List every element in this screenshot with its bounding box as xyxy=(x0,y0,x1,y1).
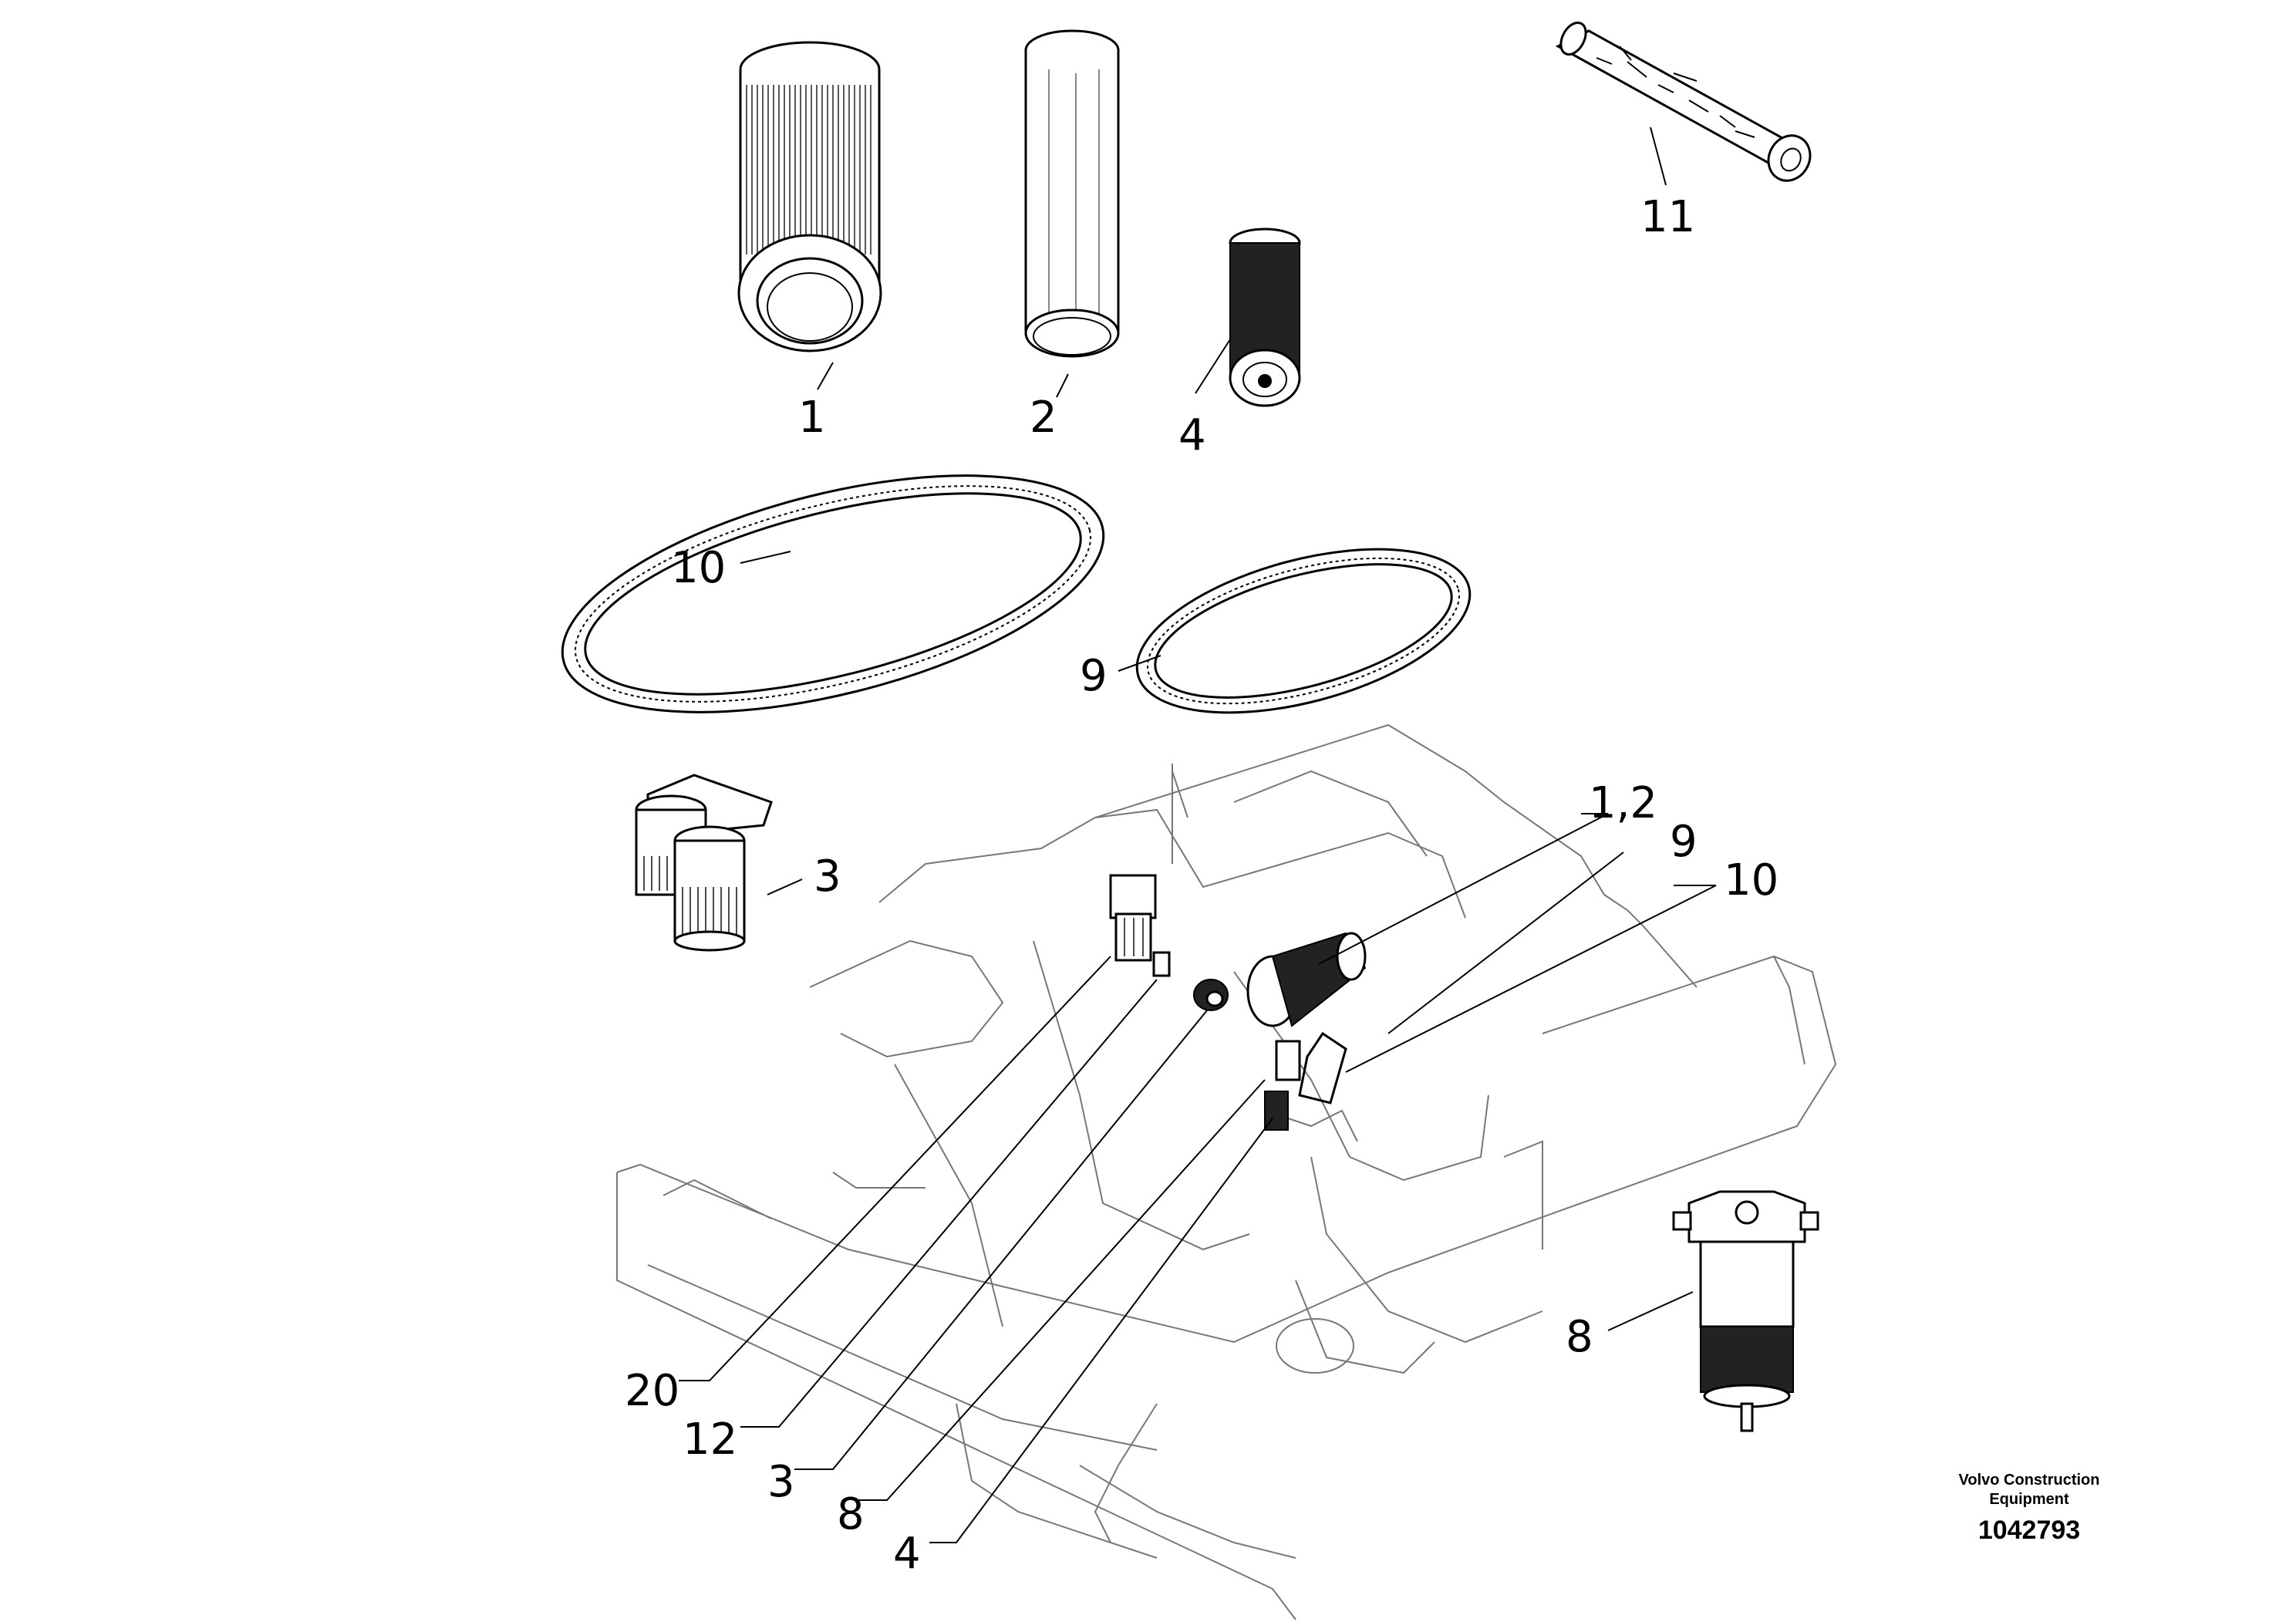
leader-4-top xyxy=(1195,339,1231,394)
callout-9: 9 xyxy=(1670,817,1698,867)
leader-8-right xyxy=(1607,1291,1694,1331)
water-separator-icon xyxy=(1672,1190,1819,1432)
machine-belt-icon xyxy=(1298,1031,1347,1104)
callout-3-top: 3 xyxy=(814,851,841,902)
callout-8-right: 8 xyxy=(1566,1312,1593,1362)
callout-4-top: 4 xyxy=(1178,410,1206,460)
callout-2: 2 xyxy=(1030,393,1057,443)
machine-filter-20-icon xyxy=(1109,874,1157,962)
leader-lines xyxy=(679,813,1717,1543)
callout-1: 1 xyxy=(798,393,826,443)
brand-line-1: Volvo Construction xyxy=(1959,1472,2100,1489)
callout-10-top: 10 xyxy=(671,543,726,593)
v-belt-small-icon xyxy=(1135,548,1472,714)
machine-filter-12-icon xyxy=(1152,951,1171,977)
machine-filter-3-icon xyxy=(1193,979,1229,1011)
v-belt-icon xyxy=(561,474,1105,713)
air-filter-inner-icon xyxy=(1024,29,1120,358)
oil-filter-icon xyxy=(1229,228,1301,407)
leader-9-top xyxy=(1118,655,1161,672)
air-filter-outer-icon xyxy=(737,41,882,352)
callout-20: 20 xyxy=(625,1366,679,1416)
callout-9-top: 9 xyxy=(1080,651,1108,701)
leader-11 xyxy=(1650,126,1667,186)
paver-machine-icon xyxy=(616,723,1837,1620)
drawing-number: 1042793 xyxy=(1978,1516,2080,1545)
leader-2 xyxy=(1056,373,1069,398)
leader-3-top xyxy=(767,878,803,895)
callout-4: 4 xyxy=(893,1529,921,1579)
callout-1-2: 1,2 xyxy=(1589,778,1657,828)
hydraulic-filter-icon xyxy=(1555,21,1812,182)
leader-10-top xyxy=(740,551,791,564)
callout-11: 11 xyxy=(1640,192,1695,242)
callout-8: 8 xyxy=(837,1489,865,1539)
callout-3: 3 xyxy=(767,1457,795,1507)
leader-1 xyxy=(817,362,834,390)
callout-10: 10 xyxy=(1724,855,1778,905)
machine-filter-8-icon xyxy=(1264,1040,1301,1131)
brand-line-2: Equipment xyxy=(1989,1491,2069,1508)
fuel-filter-pair-icon xyxy=(635,774,773,952)
machine-air-filter-icon xyxy=(1246,932,1367,1027)
callout-12: 12 xyxy=(683,1415,737,1465)
